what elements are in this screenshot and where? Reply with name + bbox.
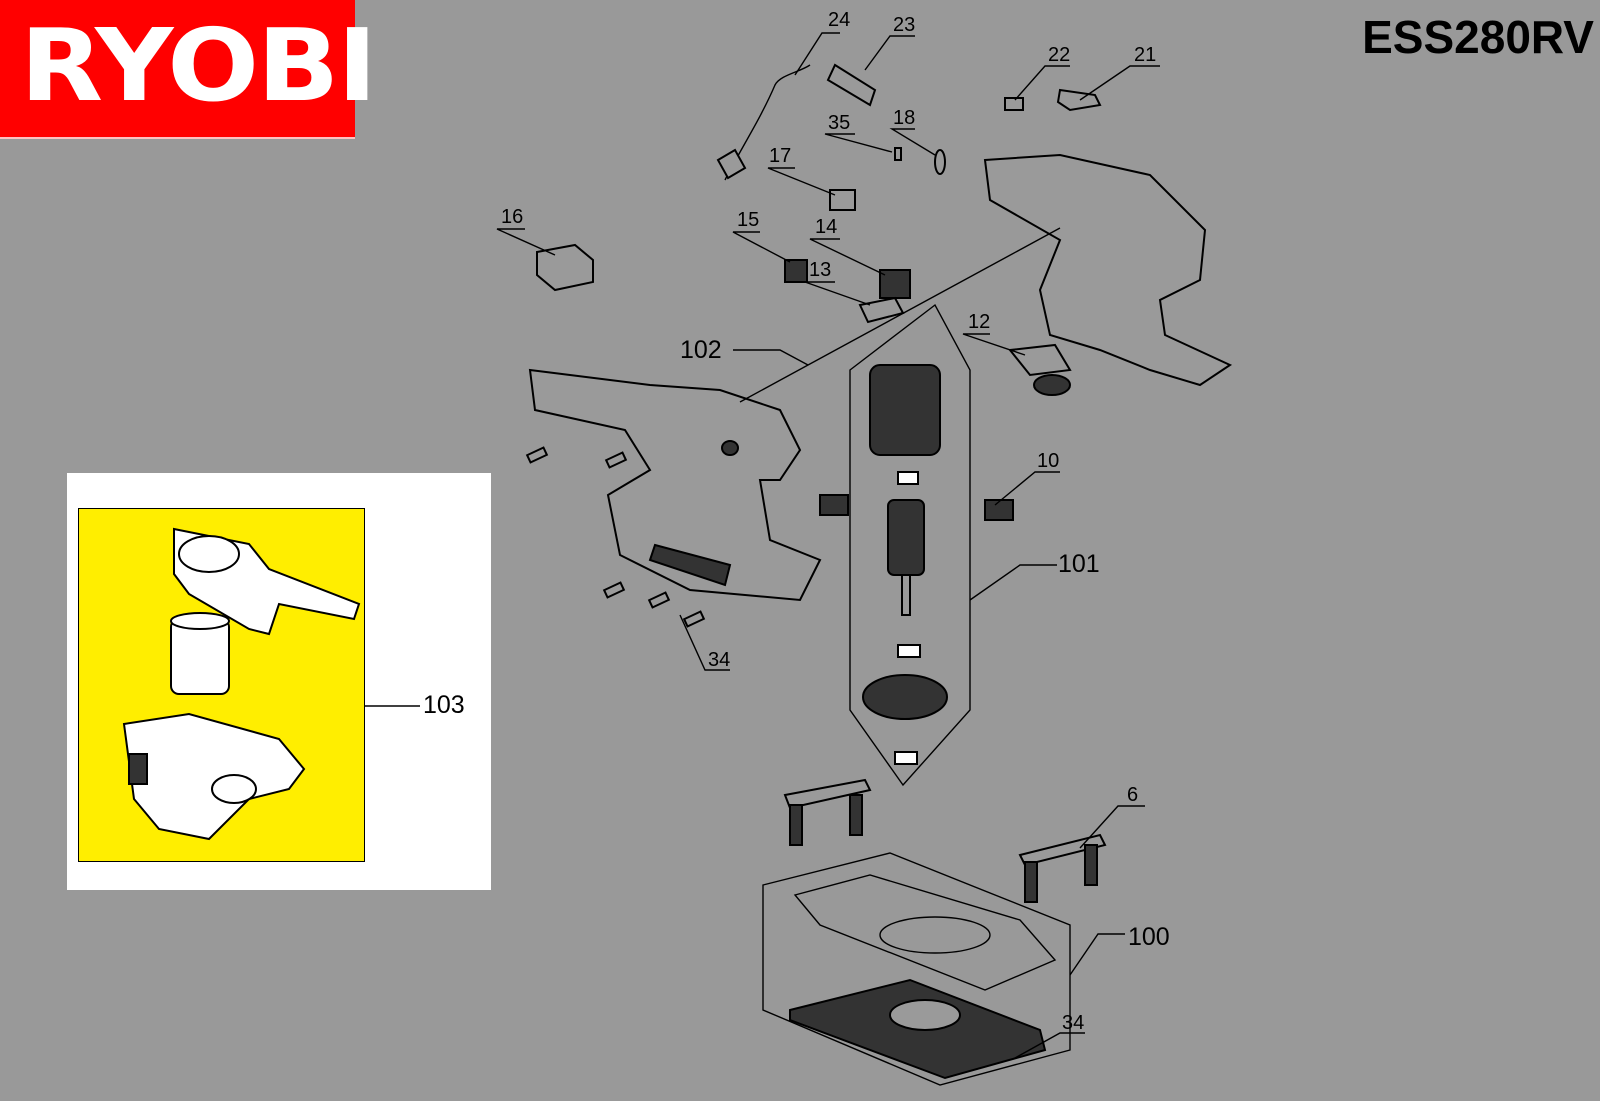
dust-box-port [211,774,257,804]
dust-box-parts [122,527,361,841]
leader-lines [365,32,1160,1059]
label-102: 102 [680,336,722,364]
housing-button [721,440,739,456]
bearing-top [897,471,919,485]
label-100: 100 [1128,923,1170,951]
plug-icon [716,148,747,180]
part-22 [1004,97,1024,111]
lid-grille [178,535,240,573]
part-35-screw [894,147,902,161]
label-23: 23 [893,14,915,36]
part-10 [984,499,1014,521]
label-101: 101 [1058,550,1100,578]
label-17: 17 [769,145,791,167]
clamp-wire [793,874,1057,991]
label-34-upper: 34 [708,649,730,671]
bearing-bottom [894,751,918,765]
base-assembly-outline [762,852,1071,1086]
label-14: 14 [815,216,837,238]
ryobi-logo: RYOBI [0,0,377,139]
label-6: 6 [1127,784,1138,806]
part-12 [1008,343,1072,377]
bearing-middle [897,644,921,658]
armature-shaft [901,574,911,616]
part-15 [784,259,808,283]
part-6-feet [783,778,1107,903]
part-17-switch [829,189,856,211]
label-12: 12 [968,311,990,333]
label-21: 21 [1134,44,1156,66]
fan [862,674,948,720]
motor-assembly-outline [849,303,971,787]
label-103: 103 [423,691,465,719]
label-15: 15 [737,209,759,231]
part-13 [858,296,905,324]
housing-half-left [528,368,822,602]
base-pad-hole [889,999,961,1031]
part-brush [819,494,849,516]
stator [869,364,941,456]
dust-box-inset [67,473,491,890]
label-10: 10 [1037,450,1059,472]
model-number: ESS280RV [1362,11,1594,63]
label-13: 13 [809,259,831,281]
label-22: 22 [1048,44,1070,66]
vent-slots [648,543,732,587]
part-18 [934,149,946,175]
dust-box-grip [128,753,148,785]
label-34-lower: 34 [1062,1012,1084,1034]
filter-top [170,612,230,630]
dust-box-container [122,712,306,841]
part-12-knob [1033,374,1071,396]
label-16: 16 [501,206,523,228]
part-16 [536,243,594,292]
part-21 [1056,88,1102,112]
label-18: 18 [893,107,915,129]
housing-half-right [983,153,1233,387]
base-gasket [879,916,991,954]
cord-guard [826,63,877,107]
logo-text: RYOBI [20,7,377,124]
screws-34 [525,446,706,628]
label-35: 35 [828,112,850,134]
dust-box-highlight [78,508,365,862]
label-24: 24 [828,9,850,31]
armature [887,499,925,576]
